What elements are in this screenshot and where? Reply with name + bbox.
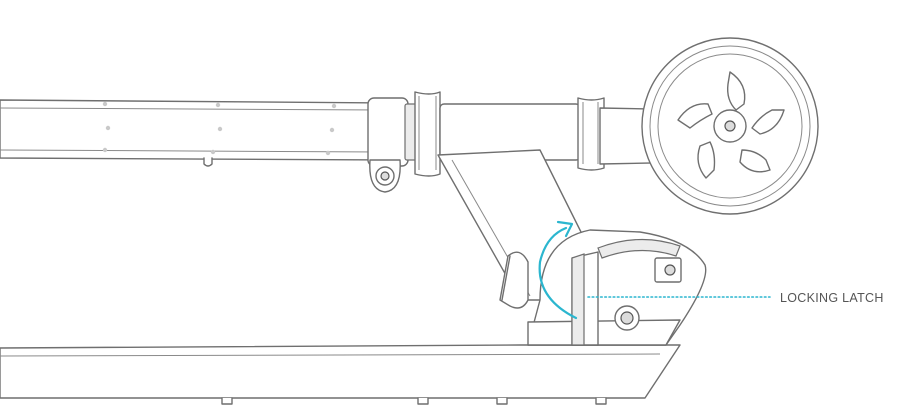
locking-latch-label: LOCKING LATCH xyxy=(780,291,884,305)
locking-latch xyxy=(571,251,599,346)
front-wheel xyxy=(641,37,819,215)
folding-knob xyxy=(369,159,401,193)
curved-up-arrow-icon xyxy=(538,220,578,320)
stem-clamp xyxy=(367,91,605,177)
deck xyxy=(0,344,681,405)
kickstand xyxy=(499,251,529,309)
stem-tube xyxy=(0,99,386,167)
